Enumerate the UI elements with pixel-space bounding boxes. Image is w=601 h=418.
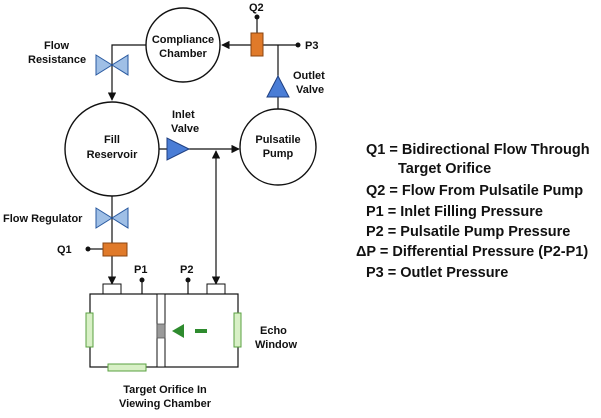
viewing-chamber: [85, 283, 242, 372]
right-echo-window: [233, 312, 242, 348]
compliance-chamber-node: Compliance Chamber: [145, 7, 221, 83]
p2-label: P2: [180, 264, 193, 276]
inlet-valve-label-1: Inlet: [172, 109, 195, 121]
pulsatile-pump-label-1: Pulsatile: [255, 134, 300, 146]
legend-item-delta-p: ΔP = Differential Pressure (P2-P1): [356, 243, 588, 261]
bottom-echo-window: [107, 363, 147, 372]
legend-text: = Pulsatile Pump Pressure: [387, 224, 571, 240]
target-orifice-icon: [156, 323, 166, 339]
inlet-port: [102, 283, 122, 295]
compliance-chamber-label-2: Chamber: [159, 48, 207, 60]
legend-symbol: P1: [366, 204, 384, 220]
echo-window-label-1: Echo: [260, 325, 287, 337]
fill-reservoir-label-2: Reservoir: [87, 149, 138, 161]
legend-item-p3: P3 = Outlet Pressure: [366, 264, 508, 282]
connection-lines: [88, 17, 298, 296]
p2-sensor-dot: [185, 277, 191, 283]
outlet-valve-icon: [266, 74, 290, 98]
left-echo-window: [85, 312, 94, 348]
compliance-to-reservoir-line: [107, 44, 146, 101]
legend-symbol: Q1: [366, 142, 386, 158]
flow-regulator-valve-icon: [95, 207, 129, 229]
q1-label: Q1: [57, 244, 72, 256]
legend-item-p2: P2 = Pulsatile Pump Pressure: [366, 223, 570, 241]
flow-resistance-label-1: Flow: [44, 40, 69, 52]
legend-text: = Inlet Filling Pressure: [387, 204, 543, 220]
q1-sensor-dot: [85, 246, 91, 252]
outlet-valve-label-1: Outlet: [293, 70, 325, 82]
inlet-valve-label-2: Valve: [171, 123, 199, 135]
p3-sensor-dot: [295, 42, 301, 48]
q2-flow-sensor-icon: [250, 32, 264, 57]
flow-direction-dash: [195, 329, 207, 333]
legend-item-p1: P1 = Inlet Filling Pressure: [366, 203, 543, 221]
fill-reservoir-label-1: Fill: [104, 134, 120, 146]
legend-item-q2: Q2 = Flow From Pulsatile Pump: [366, 182, 583, 200]
inlet-valve-icon: [166, 137, 191, 161]
p1-sensor-dot: [139, 277, 145, 283]
compliance-chamber-label-1: Compliance: [152, 34, 214, 46]
q2-sensor-dot: [254, 14, 260, 20]
legend-item-q1: Q1 = Bidirectional Flow Through: [366, 141, 590, 159]
q2-label: Q2: [249, 2, 264, 14]
legend-text: = Flow From Pulsatile Pump: [389, 183, 584, 199]
p1-label: P1: [134, 264, 147, 276]
legend-text: = Outlet Pressure: [387, 265, 509, 281]
q1-flow-sensor-icon: [102, 242, 128, 257]
legend-text: = Bidirectional Flow Through: [389, 142, 590, 158]
p3-label: P3: [305, 40, 318, 52]
flow-direction-arrow-icon: [172, 324, 184, 338]
fill-reservoir-node: Fill Reservoir: [64, 101, 160, 197]
legend-symbol: ΔP: [356, 244, 376, 260]
outlet-valve-label-2: Valve: [296, 84, 324, 96]
pump-port: [206, 283, 226, 295]
pulsatile-pump-label-2: Pump: [263, 148, 294, 160]
flow-resistance-label-2: Resistance: [28, 54, 86, 66]
target-orifice-label-2: Viewing Chamber: [119, 398, 212, 410]
legend-symbol: P2: [366, 224, 384, 240]
flow-resistance-valve-icon: [95, 54, 129, 76]
target-orifice-label-1: Target Orifice In: [123, 384, 207, 396]
legend-item-q1-cont: Target Orifice: [398, 160, 491, 178]
legend-symbol: Q2: [366, 183, 386, 199]
flow-regulator-label: Flow Regulator: [3, 213, 83, 225]
legend-symbol: P3: [366, 265, 384, 281]
legend-text: = Differential Pressure (P2-P1): [379, 244, 589, 260]
pulsatile-pump-node: Pulsatile Pump: [239, 108, 317, 186]
legend-text: Target Orifice: [398, 161, 492, 177]
echo-window-label-2: Window: [255, 339, 297, 351]
